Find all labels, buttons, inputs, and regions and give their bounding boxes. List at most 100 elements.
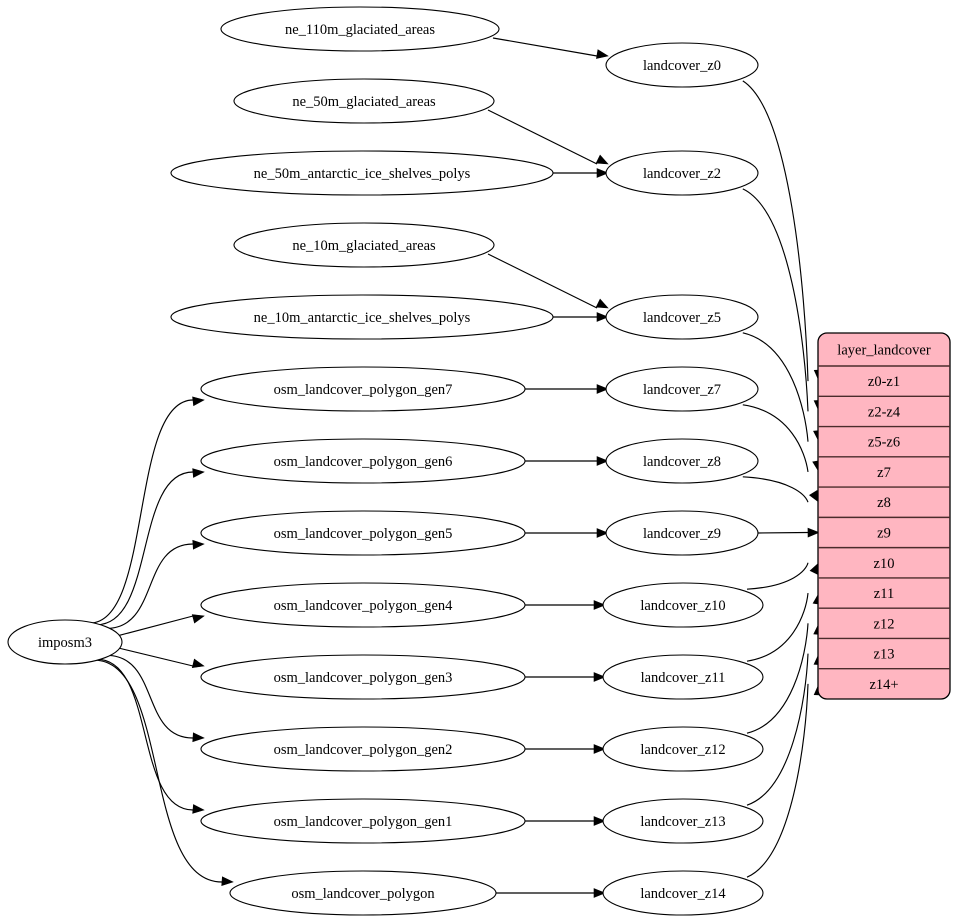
edge-arrowhead [192, 732, 205, 743]
edge-arrowhead [593, 744, 606, 754]
node-label: ne_50m_glaciated_areas [292, 94, 436, 110]
edge-imposm3-to-osm_landcover_polygon_gen4 [115, 615, 194, 637]
node-landcover_z5[interactable]: landcover_z5 [605, 294, 759, 340]
edge-landcover_z9-to-table-row-6 [757, 531, 809, 534]
node-landcover_z12[interactable]: landcover_z12 [602, 726, 764, 772]
edge-landcover_z8-to-table-row-5 [742, 476, 809, 503]
edge-imposm3-to-osm_landcover_polygon_gen3 [115, 646, 194, 667]
node-osm_landcover_polygon_gen6[interactable]: osm_landcover_polygon_gen6 [200, 438, 526, 484]
node-osm_landcover_polygon_gen5[interactable]: osm_landcover_polygon_gen5 [200, 510, 526, 556]
table-cell-z13: z13 [874, 647, 895, 663]
edge-arrowhead [192, 396, 205, 407]
edge-landcover_z10-to-table-row-7 [746, 562, 809, 590]
source-node-ellipse [200, 726, 526, 772]
node-landcover_z10[interactable]: landcover_z10 [602, 582, 764, 628]
node-landcover_z13[interactable]: landcover_z13 [602, 798, 764, 844]
node-label: landcover_z8 [643, 454, 721, 470]
node-label: landcover_z2 [643, 166, 721, 182]
edge-landcover_z5-to-table-row-3 [742, 332, 809, 442]
source-node-ellipse [200, 654, 526, 700]
node-landcover_z8[interactable]: landcover_z8 [605, 438, 759, 484]
edge-imposm3-to-osm_landcover_polygon_gen7 [89, 399, 194, 624]
source-node-ellipse [220, 6, 500, 52]
edge-arrowhead [596, 456, 609, 466]
source-node-ellipse [233, 222, 495, 268]
node-label: osm_landcover_polygon_gen3 [274, 670, 453, 686]
edge-landcover_z12-to-table-row-9 [746, 623, 809, 734]
edge-imposm3-to-osm_landcover_polygon [93, 659, 223, 883]
node-label: landcover_z10 [640, 598, 725, 614]
edge-landcover_z2-to-table-row-2 [742, 188, 809, 412]
node-landcover_z11[interactable]: landcover_z11 [602, 654, 764, 700]
edge-arrowhead [596, 49, 609, 59]
source-node-ellipse [233, 78, 495, 124]
edge-arrowhead [593, 816, 606, 826]
node-osm_landcover_polygon_gen1[interactable]: osm_landcover_polygon_gen1 [200, 798, 526, 844]
source-node-ellipse [200, 798, 526, 844]
node-osm_landcover_polygon_gen4[interactable]: osm_landcover_polygon_gen4 [200, 582, 526, 628]
edge-arrowhead [593, 672, 606, 682]
edge-ne_10m_glaciated_areas-to-landcover_z5 [487, 253, 598, 309]
node-label: osm_landcover_polygon_gen5 [274, 526, 453, 542]
layer-node-ellipse [605, 366, 759, 412]
layer-node-ellipse [602, 798, 764, 844]
table-cell-z9: z9 [877, 526, 891, 542]
node-landcover_z2[interactable]: landcover_z2 [605, 150, 759, 196]
edge-arrowhead [595, 154, 609, 165]
root-node-ellipse [7, 619, 123, 665]
node-landcover_z9[interactable]: landcover_z9 [605, 510, 759, 556]
node-label: landcover_z9 [643, 526, 721, 542]
layer-node-ellipse [602, 726, 764, 772]
edge-landcover_z7-to-table-row-4 [742, 404, 809, 473]
node-label: ne_10m_antarctic_ice_shelves_polys [254, 310, 471, 326]
table-cell-z14plus: z14+ [869, 677, 898, 693]
node-label: landcover_z11 [641, 670, 726, 686]
edge-arrowhead [596, 528, 609, 538]
edge-ne_50m_glaciated_areas-to-landcover_z2 [487, 109, 598, 165]
layer-node-ellipse [605, 510, 759, 556]
node-label: osm_landcover_polygon_gen1 [274, 814, 453, 830]
node-landcover_z0[interactable]: landcover_z0 [605, 42, 759, 88]
table-cell-z8: z8 [877, 495, 891, 511]
source-node-ellipse [170, 150, 554, 196]
edge-landcover_z0-to-table-row-1 [742, 80, 809, 382]
node-imposm3[interactable]: imposm3 [7, 619, 123, 665]
layer-landcover-table[interactable]: layer_landcoverz0-z1z2-z4z5-z6z7z8z9z10z… [817, 332, 951, 700]
node-osm_landcover_polygon_gen7[interactable]: osm_landcover_polygon_gen7 [200, 366, 526, 412]
edges-layer [89, 37, 824, 898]
layer-node-ellipse [605, 294, 759, 340]
source-node-ellipse [200, 582, 526, 628]
layer-node-ellipse [605, 42, 759, 88]
node-label: ne_50m_antarctic_ice_shelves_polys [254, 166, 471, 182]
edge-landcover_z14-to-table-row-11 [746, 683, 809, 878]
node-ne_10m_glaciated_areas[interactable]: ne_10m_glaciated_areas [233, 222, 495, 268]
node-label: osm_landcover_polygon_gen2 [274, 742, 453, 758]
node-ne_10m_antarctic_ice_shelves_polys[interactable]: ne_10m_antarctic_ice_shelves_polys [170, 294, 554, 340]
edge-arrowhead [191, 614, 205, 624]
layer-node-ellipse [605, 150, 759, 196]
table-cell-z7: z7 [877, 465, 891, 481]
node-label: landcover_z12 [640, 742, 725, 758]
edge-arrowhead [192, 804, 205, 814]
edge-arrowhead [191, 658, 205, 669]
node-landcover_z14[interactable]: landcover_z14 [602, 870, 764, 916]
edge-imposm3-to-osm_landcover_polygon_gen6 [96, 471, 194, 626]
node-label: osm_landcover_polygon_gen6 [274, 454, 453, 470]
node-ne_50m_glaciated_areas[interactable]: ne_50m_glaciated_areas [233, 78, 495, 124]
node-ne_110m_glaciated_areas[interactable]: ne_110m_glaciated_areas [220, 6, 500, 52]
node-landcover_z7[interactable]: landcover_z7 [605, 366, 759, 412]
node-ne_50m_antarctic_ice_shelves_polys[interactable]: ne_50m_antarctic_ice_shelves_polys [170, 150, 554, 196]
table-cell-z2_z4: z2-z4 [868, 404, 901, 420]
source-node-ellipse [200, 510, 526, 556]
edge-imposm3-to-osm_landcover_polygon_gen1 [96, 658, 194, 811]
node-osm_landcover_polygon_gen2[interactable]: osm_landcover_polygon_gen2 [200, 726, 526, 772]
node-label: osm_landcover_polygon_gen7 [274, 382, 453, 398]
node-label: landcover_z13 [640, 814, 725, 830]
edge-landcover_z11-to-table-row-8 [746, 592, 809, 662]
edge-arrowhead [807, 527, 820, 538]
node-osm_landcover_polygon[interactable]: osm_landcover_polygon [229, 870, 497, 916]
node-osm_landcover_polygon_gen3[interactable]: osm_landcover_polygon_gen3 [200, 654, 526, 700]
edge-arrowhead [192, 468, 205, 478]
node-label: landcover_z0 [643, 58, 721, 74]
